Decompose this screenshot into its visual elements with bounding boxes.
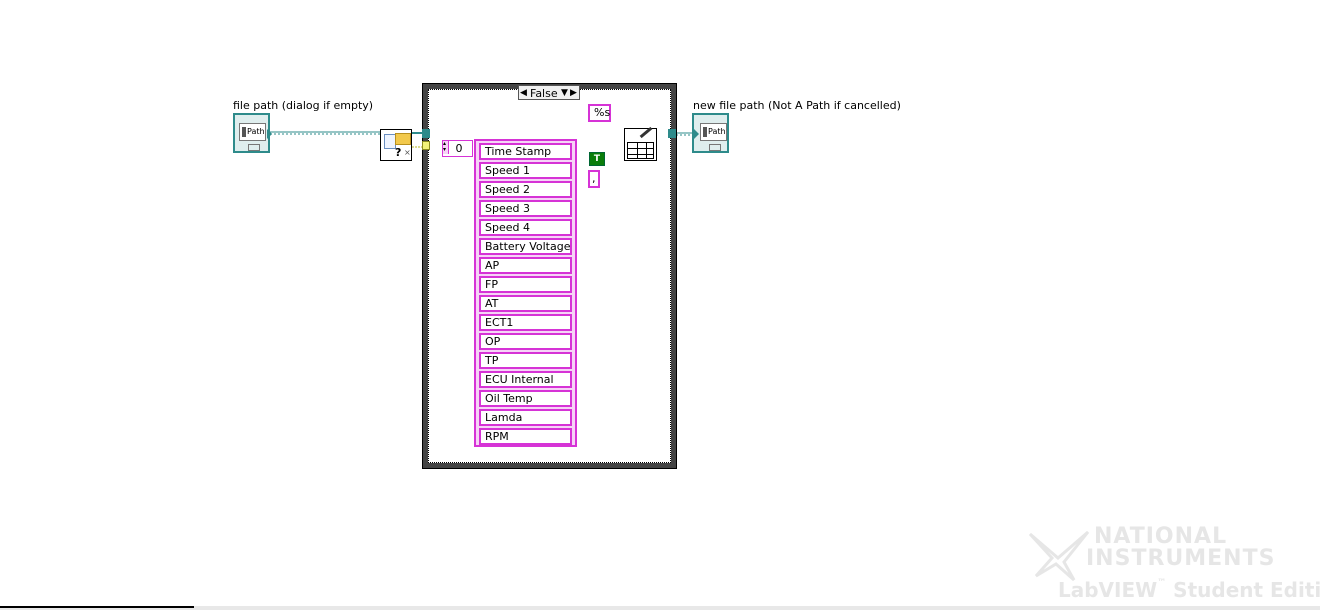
- path-glyph: Path: [700, 123, 727, 141]
- path-input-tunnel: [422, 129, 430, 138]
- array-element[interactable]: RPM: [479, 428, 572, 445]
- cancel-x-icon: ×: [404, 148, 411, 157]
- array-element[interactable]: TP: [479, 352, 572, 369]
- input-arrow-icon: [694, 129, 699, 139]
- transpose-bool-constant[interactable]: T: [589, 152, 605, 166]
- watermark-edition: Student Edition: [1173, 578, 1320, 602]
- pencil-icon: [639, 126, 653, 139]
- write-spreadsheet-vi[interactable]: [624, 126, 657, 161]
- index-stepper-icon[interactable]: ▴▾: [443, 141, 449, 154]
- eagle-icon: [1028, 530, 1090, 582]
- bottom-scrollbar-track[interactable]: [0, 606, 1320, 610]
- connector-icon: [709, 144, 721, 151]
- prev-case-icon[interactable]: ◀: [520, 88, 527, 98]
- format-string-constant[interactable]: %s: [588, 104, 611, 122]
- question-icon: ?: [395, 146, 402, 159]
- input-control-label: file path (dialog if empty): [233, 99, 374, 112]
- path-glyph: Path: [239, 123, 266, 141]
- case-selector-value: False: [530, 87, 558, 100]
- folder-icon: [395, 133, 411, 145]
- connector-icon: [248, 144, 260, 151]
- array-element[interactable]: AT: [479, 295, 572, 312]
- array-element[interactable]: Speed 3: [479, 200, 572, 217]
- array-index-display[interactable]: ▴▾ 0: [442, 140, 473, 157]
- file-dialog-vi[interactable]: ? ×: [380, 129, 412, 161]
- array-element[interactable]: AP: [479, 257, 572, 274]
- new-file-path-indicator[interactable]: Path: [692, 113, 729, 153]
- array-element[interactable]: ECT1: [479, 314, 572, 331]
- case-dropdown-icon[interactable]: ▼: [561, 88, 568, 98]
- file-path-control[interactable]: Path: [233, 113, 272, 153]
- ni-logo-watermark: NATIONAL INSTRUMENTS LabVIEW™ Student Ed…: [1028, 524, 1320, 606]
- array-element[interactable]: FP: [479, 276, 572, 293]
- bottom-scrollbar-thumb[interactable]: [0, 606, 194, 608]
- case-selector[interactable]: ◀ False ▼ ▶: [518, 85, 580, 100]
- array-element[interactable]: OP: [479, 333, 572, 350]
- array-element[interactable]: Lamda: [479, 409, 572, 426]
- array-element[interactable]: Time Stamp: [479, 143, 572, 160]
- column-names-array[interactable]: Time Stamp Speed 1 Speed 2 Speed 3 Speed…: [474, 139, 577, 447]
- spreadsheet-grid-icon: [627, 142, 654, 159]
- next-case-icon[interactable]: ▶: [570, 88, 577, 98]
- array-element[interactable]: Speed 2: [479, 181, 572, 198]
- output-arrow-icon: [267, 129, 272, 139]
- delimiter-constant[interactable]: ,: [588, 170, 600, 188]
- refnum-tunnel: [422, 141, 430, 150]
- array-element[interactable]: ECU Internal: [479, 371, 572, 388]
- watermark-product: LabVIEW: [1058, 578, 1158, 602]
- output-indicator-label: new file path (Not A Path if cancelled): [693, 99, 901, 112]
- path-output-tunnel: [668, 129, 676, 138]
- array-element[interactable]: Speed 4: [479, 219, 572, 236]
- array-element[interactable]: Oil Temp: [479, 390, 572, 407]
- array-index-value: 0: [455, 142, 463, 155]
- array-element[interactable]: Speed 1: [479, 162, 572, 179]
- array-element[interactable]: Battery Voltage: [479, 238, 572, 255]
